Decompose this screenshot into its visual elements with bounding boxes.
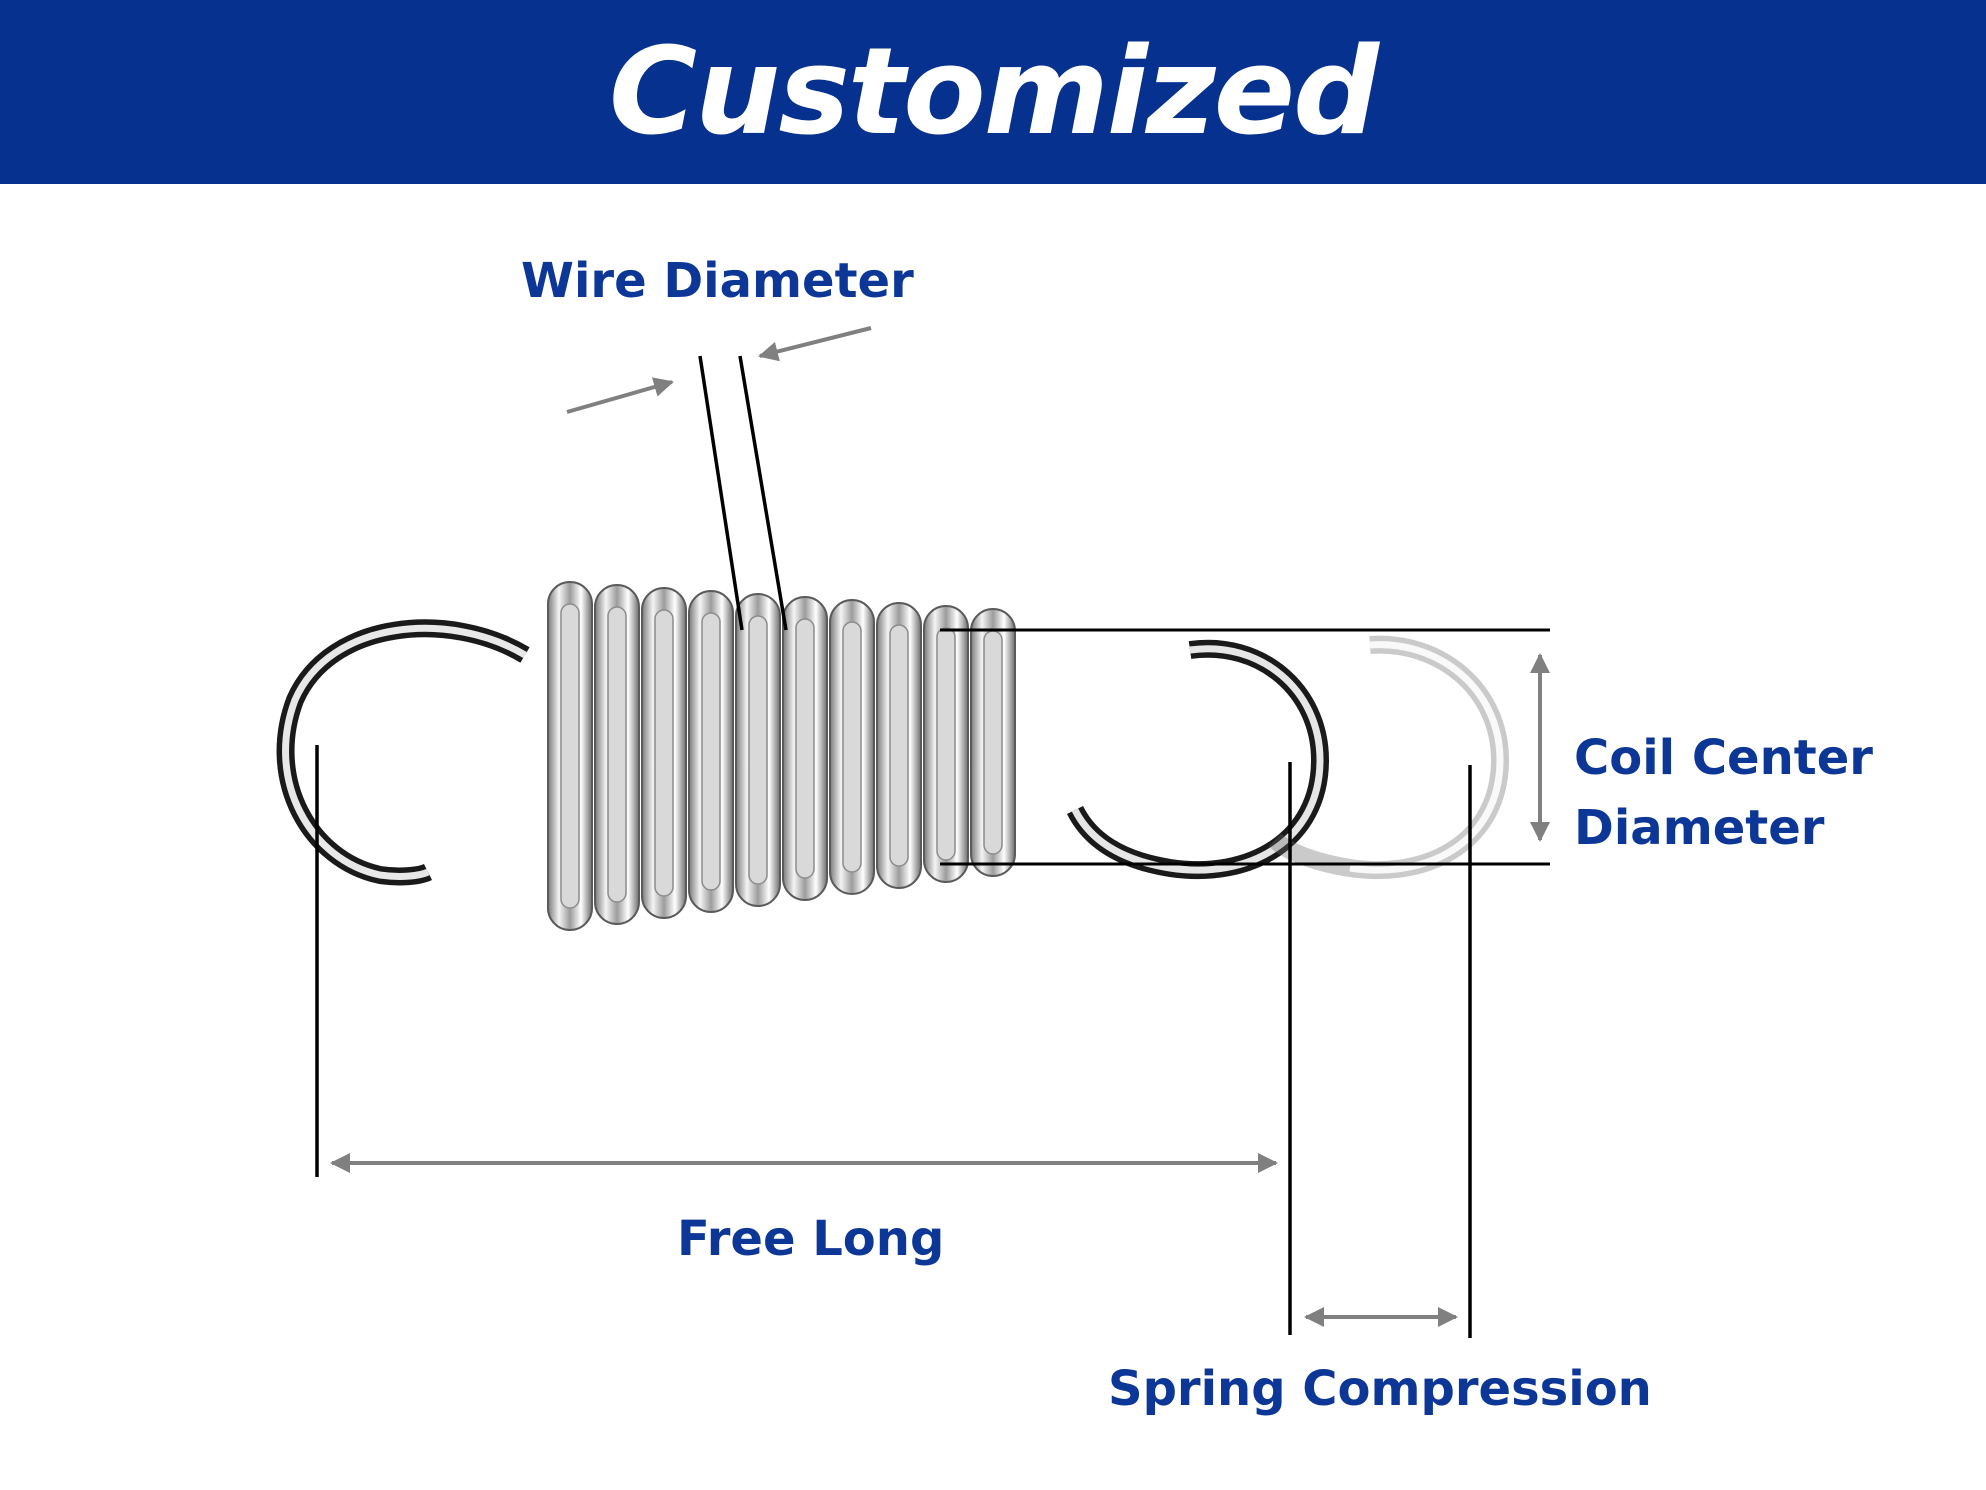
coil-loop-inner: [795, 618, 815, 879]
coil-loop-inner: [607, 606, 627, 903]
coil-center-diameter-label: Coil Center Diameter: [1574, 723, 1873, 863]
right-hook: [1066, 639, 1330, 880]
coil-loop-inner: [701, 612, 721, 891]
coil-loop-inner: [842, 621, 862, 873]
wire-diameter-extension-left: [698, 355, 744, 631]
coil-center-diameter-label-line2: Diameter: [1574, 800, 1825, 856]
coil-center-diameter-label-line1: Coil Center: [1574, 730, 1873, 786]
header-title: Customized: [608, 22, 1379, 162]
coil-loop-inner: [654, 609, 674, 897]
left-hook: [276, 619, 530, 886]
ghost-hook: [1268, 635, 1510, 880]
spring-compression-label: Spring Compression: [1108, 1361, 1652, 1417]
wire-diameter-arrow-right: [758, 326, 872, 362]
wire-diameter-extension-right: [738, 355, 788, 631]
coil-loop-inner: [560, 603, 580, 909]
coil-loop-inner: [936, 627, 956, 861]
coil-loop-inner: [983, 630, 1003, 855]
wire-diameter-label: Wire Diameter: [521, 253, 914, 309]
free-long-label: Free Long: [677, 1211, 945, 1267]
spring-coils: [547, 581, 1016, 931]
header-banner: [0, 0, 1986, 184]
coil-loop-inner: [889, 624, 909, 867]
coil-loop-inner: [748, 615, 768, 885]
wire-diameter-arrow-left: [566, 377, 674, 414]
